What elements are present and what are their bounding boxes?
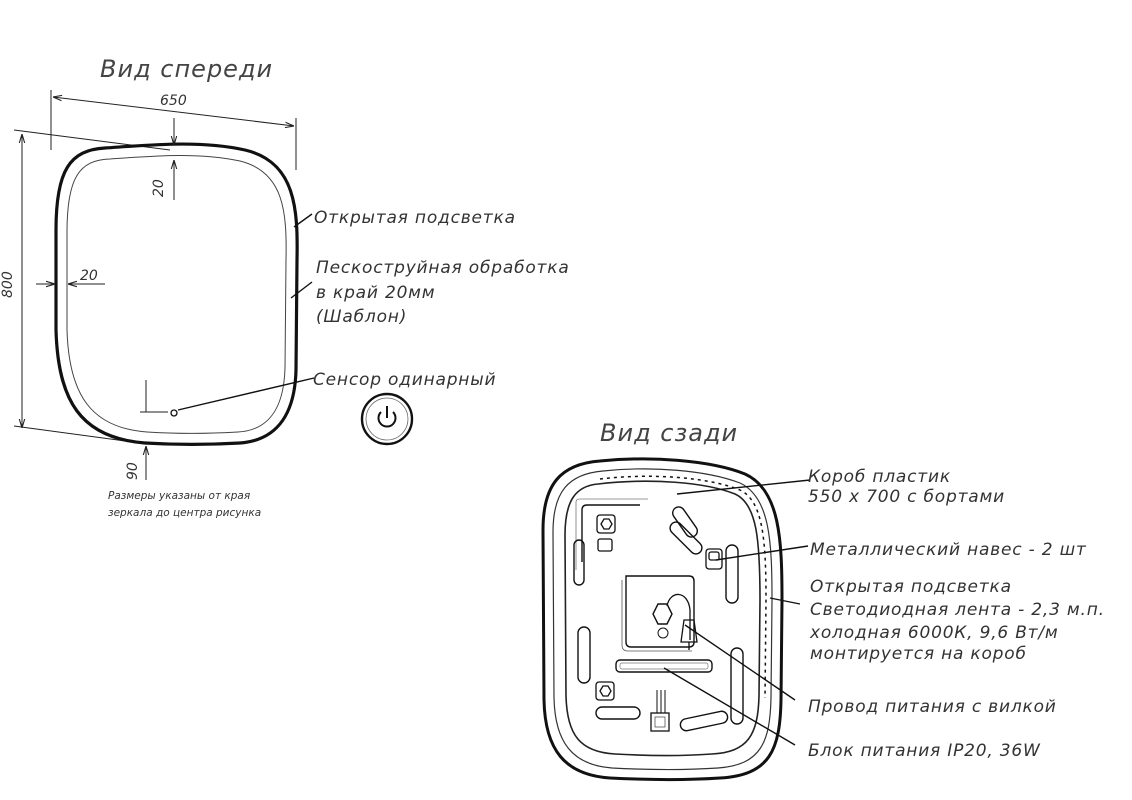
sensor-dot bbox=[170, 409, 178, 417]
callout-light-2: Светодиодная лента - 2,3 м.п. bbox=[810, 600, 1105, 620]
side-margin-value: 20 bbox=[80, 268, 98, 284]
callout-hanger: Металлический навес - 2 шт bbox=[810, 540, 1087, 560]
mirror-front-outline bbox=[54, 142, 299, 447]
callout-box-1: Короб пластик bbox=[808, 467, 951, 487]
sensor-offset-value: 90 bbox=[125, 462, 141, 480]
side-margin-dimension: 20 bbox=[36, 268, 105, 284]
power-cable bbox=[666, 593, 691, 640]
plug-icon bbox=[680, 619, 698, 643]
front-view-title: Вид спереди bbox=[100, 55, 273, 83]
power-icon bbox=[360, 392, 414, 446]
width-value: 650 bbox=[160, 93, 187, 109]
power-supply-unit bbox=[615, 659, 713, 732]
plastic-box bbox=[564, 480, 761, 757]
height-dimension: 800 bbox=[0, 129, 171, 444]
box-ribs bbox=[573, 498, 744, 732]
callout-sandblast-1: Пескоструйная обработка bbox=[316, 258, 570, 278]
callout-light-4: монтируется на короб bbox=[810, 644, 1027, 664]
callout-sandblast-2: в край 20мм bbox=[316, 283, 435, 303]
metal-hanger-top-left bbox=[596, 514, 616, 552]
callout-cable: Провод питания с вилкой bbox=[808, 697, 1057, 717]
front-view: Вид спереди 650 800 20 bbox=[0, 55, 570, 519]
top-margin-dimension: 20 bbox=[151, 118, 174, 200]
callout-psu: Блок питания IP20, 36W bbox=[808, 741, 1041, 761]
sensor-offset-dimension: 90 bbox=[125, 380, 168, 480]
callout-open-light: Открытая подсветка bbox=[314, 208, 516, 228]
callout-light-1: Открытая подсветка bbox=[810, 577, 1012, 597]
back-view-title: Вид сзади bbox=[600, 419, 738, 447]
note-line-2: зеркала до центра рисунка bbox=[108, 507, 261, 519]
mirror-back-outline bbox=[541, 457, 784, 781]
callout-sandblast-3: (Шаблон) bbox=[316, 307, 407, 327]
top-margin-value: 20 bbox=[151, 179, 167, 197]
led-strip bbox=[599, 475, 767, 699]
note-line-1: Размеры указаны от края bbox=[108, 490, 250, 502]
height-value: 800 bbox=[0, 271, 16, 298]
metal-hanger-bottom bbox=[595, 681, 615, 701]
callout-box-2: 550 х 700 с бортами bbox=[808, 487, 1005, 507]
back-view: Вид сзади bbox=[541, 419, 1105, 781]
callout-light-3: холодная 6000К, 9,6 Вт/м bbox=[809, 623, 1059, 643]
width-dimension: 650 bbox=[50, 90, 297, 170]
callout-sensor: Сенсор одинарный bbox=[313, 370, 496, 390]
mounting-plate bbox=[621, 575, 698, 652]
